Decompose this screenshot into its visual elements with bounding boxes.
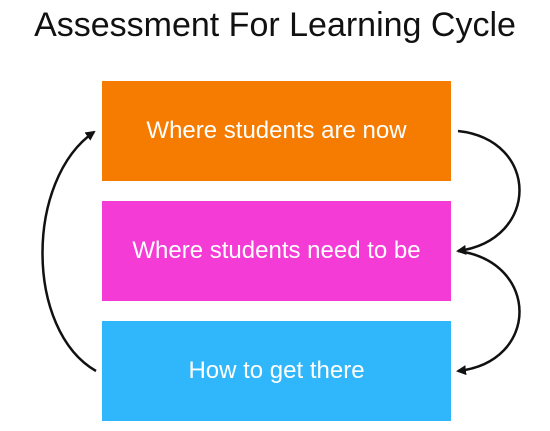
stage-how-to-get-there: How to get there	[102, 321, 451, 421]
stage-label: Where students need to be	[132, 237, 421, 264]
diagram-title: Assessment For Learning Cycle	[34, 6, 516, 44]
stage-label: How to get there	[188, 357, 365, 384]
arrow-how-to-now	[41, 130, 97, 373]
stage-where-students-need-to-be: Where students need to be	[102, 201, 451, 301]
stage-label: Where students are now	[146, 117, 407, 144]
stage-where-students-are-now: Where students are now	[102, 81, 451, 181]
arrow-need-to-how	[456, 249, 521, 376]
arrow-now-to-need	[456, 129, 521, 255]
